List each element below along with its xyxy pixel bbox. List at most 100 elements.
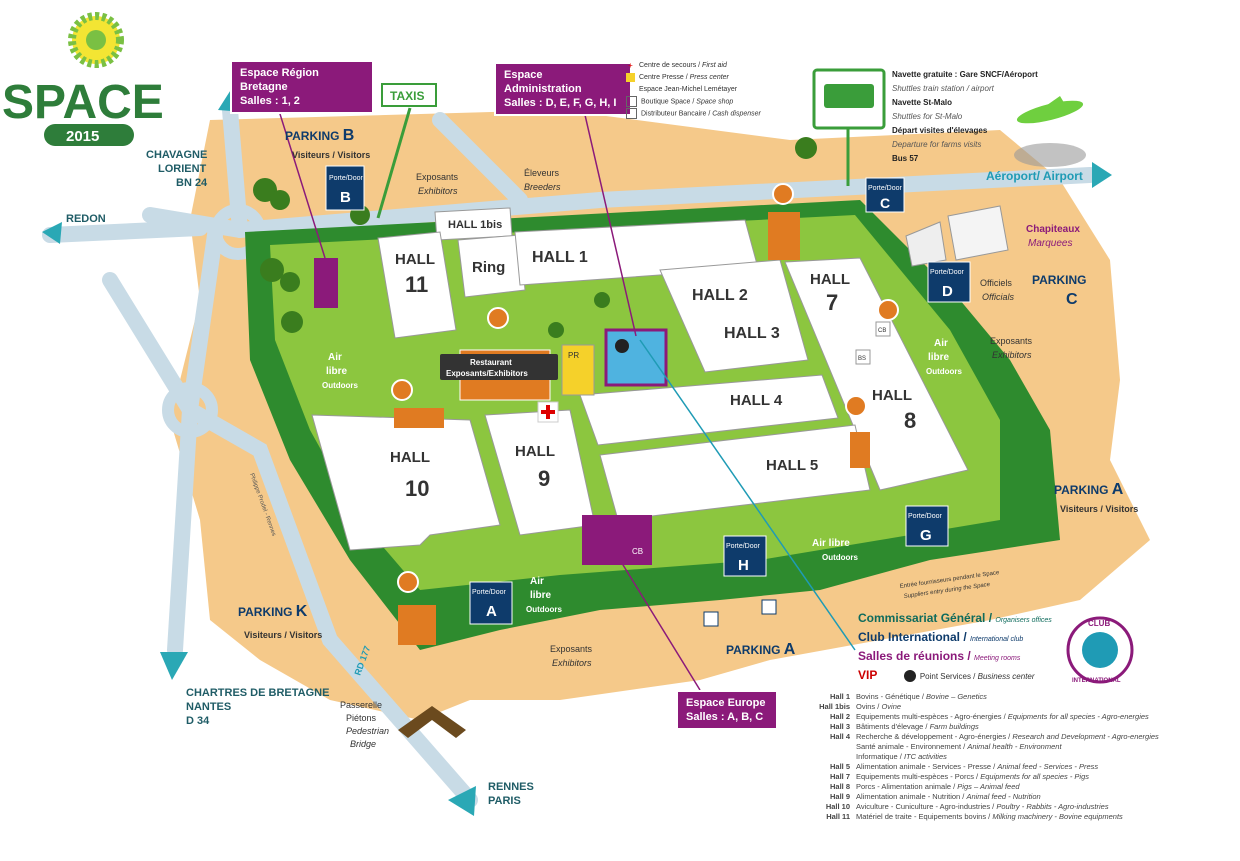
- door-b[interactable]: Porte/Door B: [325, 165, 365, 211]
- paris-label: PARIS: [488, 795, 521, 807]
- taxis-pointer: [376, 107, 412, 219]
- hall-3-label: HALL 3: [724, 325, 780, 342]
- hall-desc-en: Bovine – Genetics: [926, 692, 987, 701]
- disabled-parking-icon: [761, 599, 777, 615]
- taxis-label: TAXIS: [390, 89, 424, 103]
- airplane-icon: [1016, 96, 1084, 124]
- taxis-sign: TAXIS: [381, 83, 437, 107]
- hall-desc-fr: Equipements multi-espèces - Porcs /: [856, 772, 981, 781]
- redon-arrow-icon: [42, 222, 62, 244]
- hall-directory-row: Hall 5 Alimentation animale - Services - …: [800, 762, 1159, 772]
- hall-1bis-label: HALL 1bis: [448, 219, 502, 231]
- door-d-letter: D: [942, 283, 953, 300]
- hall-desc-en: Animal health - Environment: [967, 742, 1062, 751]
- airlibre-left-1: Air: [328, 352, 342, 363]
- pietons-label: Piétons: [346, 713, 377, 723]
- club-international-badge: CLUB INTERNATIONAL: [1066, 616, 1134, 684]
- officials-label: Officials: [982, 292, 1015, 302]
- pedestrian-label: Pedestrian: [346, 726, 389, 736]
- bretagne-title: Espace Région Bretagne: [240, 67, 319, 93]
- hall-desc-en: Equipments for all species - Pigs: [980, 772, 1090, 781]
- badge-international: INTERNATIONAL: [1072, 678, 1121, 684]
- press-icon: [626, 72, 635, 82]
- hall-9-number: 9: [538, 466, 550, 491]
- services-icon: [904, 669, 917, 682]
- chartres-label: CHARTRES DE BRETAGNE: [186, 687, 329, 699]
- espace-admin-box: Espace Administration Salles : D, E, F, …: [494, 62, 632, 116]
- shuttle-line: Departure for farms visits: [892, 140, 982, 149]
- admin-building: [604, 328, 668, 387]
- orange-building-k: [398, 605, 436, 645]
- parking-c-letter: C: [1066, 291, 1078, 308]
- door-h-letter: H: [738, 557, 749, 574]
- hall-desc-fr: Aviculture - Cuniculture - Agro-industri…: [856, 802, 997, 811]
- services-legend: +Centre de secours / First aid Centre Pr…: [626, 60, 761, 121]
- exposants-bottom-label: Exposants: [550, 644, 593, 654]
- atm-icon: [626, 108, 637, 120]
- space-logo: SPACE 2015: [2, 12, 164, 146]
- eleveurs-label: Éleveurs: [524, 168, 560, 178]
- shop-icon: [626, 96, 637, 107]
- parking-a-label: PARKING A: [1054, 481, 1124, 498]
- door-a-label: Porte/Door: [472, 589, 507, 596]
- restaurant-sub: Exposants/Exhibitors: [446, 369, 528, 378]
- cb-europe-label: CB: [632, 547, 643, 556]
- door-d[interactable]: Porte/Door D: [927, 261, 971, 303]
- logo-year: 2015: [66, 128, 99, 145]
- bs-label: BS: [858, 356, 866, 362]
- d34-label: D 34: [186, 715, 210, 727]
- door-c[interactable]: Porte/Door C: [865, 177, 905, 213]
- door-c-label: Porte/Door: [868, 185, 903, 192]
- door-g[interactable]: Porte/Door G: [905, 505, 949, 547]
- exposants-top-label: Exposants: [416, 172, 459, 182]
- marquees-label: Marquees: [1028, 238, 1072, 249]
- hall-ring: [457, 234, 526, 298]
- pedestrian-bridge-icon: [398, 706, 466, 738]
- hall-10-number: 10: [405, 476, 429, 501]
- door-g-label: Porte/Door: [908, 513, 943, 520]
- passerelle-label: Passerelle: [340, 700, 382, 710]
- legend-shop: Boutique Space / Space shop: [626, 96, 761, 108]
- hall-5-label: HALL 5: [766, 457, 818, 474]
- bus-icon: [824, 84, 874, 108]
- hall-desc-en: Pigs – Animal feed: [957, 782, 1020, 791]
- trees: [253, 137, 817, 338]
- door-h[interactable]: Porte/Door H: [723, 535, 767, 577]
- hall-desc-en: Animal feed - Services - Press: [997, 762, 1099, 771]
- legend-first-aid: +Centre de secours / First aid: [626, 60, 761, 72]
- nantes-label: NANTES: [186, 701, 231, 713]
- legend-press: Centre Presse / Press center: [626, 72, 761, 84]
- hall-directory-row: Informatique / ITC activities: [800, 752, 1159, 762]
- airlibre-right-2: libre: [928, 352, 950, 363]
- hall-desc-fr: Ovins /: [856, 702, 882, 711]
- hall-desc-fr: Alimentation animale - Services - Presse…: [856, 762, 998, 771]
- hall-number: Hall 9: [829, 792, 850, 801]
- door-b-letter: B: [340, 189, 351, 206]
- parking-a-visitors: Visiteurs / Visitors: [1060, 504, 1138, 514]
- pr-label: PR: [568, 351, 579, 360]
- hall-desc-fr: Recherche & développement - Agro-énergie…: [856, 732, 1013, 741]
- door-d-label: Porte/Door: [930, 269, 965, 276]
- hall-4: [579, 374, 839, 446]
- door-a[interactable]: Porte/Door A: [469, 581, 513, 625]
- hall-number: Hall 5: [829, 762, 850, 771]
- shuttle-line: Navette St-Malo: [892, 98, 953, 107]
- europe-rooms: Salles : A, B, C: [686, 711, 764, 723]
- exhibitors-top-label: Exhibitors: [418, 186, 458, 196]
- hall-desc-en: ITC activities: [903, 752, 947, 761]
- restaurant-title: Restaurant: [470, 358, 512, 367]
- airport-arrow-icon: [1092, 162, 1112, 188]
- door-g-letter: G: [920, 527, 932, 544]
- hall-2-label: HALL 2: [692, 287, 748, 304]
- rennes-arrow-icon: [448, 786, 476, 816]
- admin-title: Espace Administration: [504, 69, 582, 95]
- breeders-label: Breeders: [524, 182, 561, 192]
- airlibre-right-1: Air: [934, 338, 948, 349]
- hall-number: Hall 3: [829, 722, 850, 731]
